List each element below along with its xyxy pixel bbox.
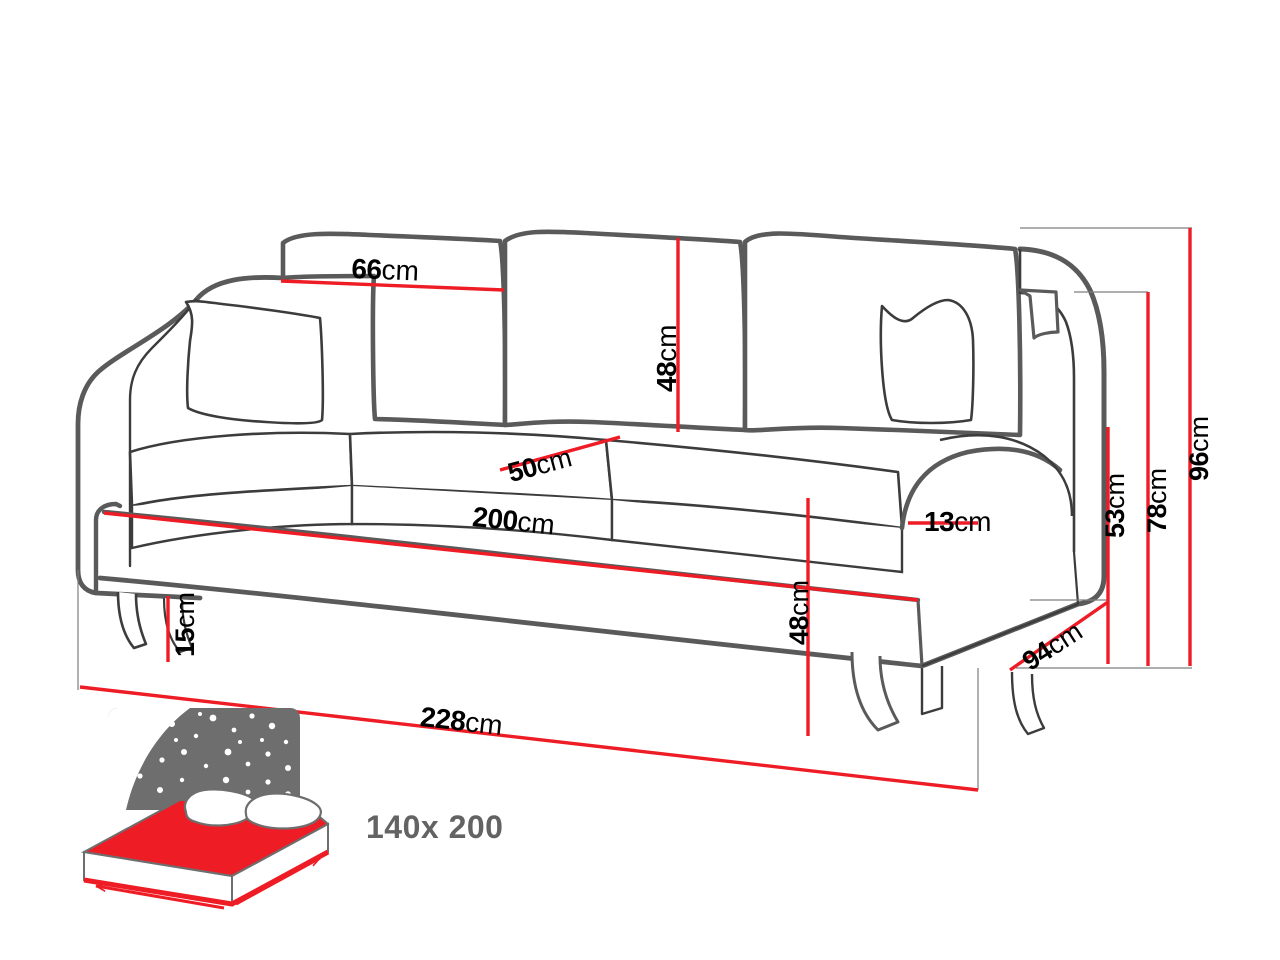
- dimension-lines: [79, 228, 1192, 792]
- dimline-total-depth: [1009, 600, 1109, 672]
- label-armrest-height-value: 78: [1142, 503, 1172, 533]
- label-backrest-width-value: 66: [350, 253, 383, 286]
- label-backrest-height-value: 48: [651, 361, 682, 392]
- throw-pillow-left: [184, 299, 325, 425]
- seat-front-face-left: [130, 486, 354, 550]
- dimline-backrest-width: [280, 279, 505, 292]
- sofa-leg-far-right: [1010, 671, 1046, 736]
- label-backrest-height: 48cm: [651, 324, 682, 392]
- label-base-height: 48cm: [784, 579, 814, 645]
- sofa-left-arm-outer: [75, 275, 286, 601]
- label-leg-height-value: 15: [170, 627, 200, 657]
- label-seat-height-value: 53: [1100, 508, 1130, 538]
- sofa-right-arm-inner-front: [899, 446, 1063, 531]
- mattress-base-trim: [83, 849, 330, 907]
- pillow-right: [244, 792, 322, 830]
- sofa-right-arm-top: [939, 434, 1074, 517]
- label-backrest-height-unit: cm: [651, 324, 682, 362]
- sofa-leg-front-right: [850, 651, 900, 732]
- label-armrest-width: 13cm: [924, 508, 991, 536]
- sofa-right-arm-outer: [919, 246, 1107, 669]
- label-base-height-value: 48: [784, 615, 814, 645]
- label-backrest-width: 66cm: [350, 253, 420, 287]
- label-seat-width-unit: cm: [515, 505, 557, 541]
- dimline-total-width: [79, 685, 979, 792]
- label-leg-height-unit: cm: [170, 591, 200, 628]
- label-total-width-value: 228: [418, 701, 468, 737]
- sofa-left-arm-inner: [128, 298, 198, 568]
- label-base-height-unit: cm: [784, 579, 814, 616]
- bed-arrow-width: [96, 886, 225, 910]
- sofa-leg-rear-left: [162, 597, 194, 654]
- sofa-base-right-edge: [916, 599, 924, 667]
- label-armrest-width-value: 13: [924, 506, 955, 537]
- label-armrest-height-unit: cm: [1142, 467, 1172, 504]
- seat-front-face-right: [610, 500, 904, 574]
- label-armrest-width-unit: cm: [954, 506, 992, 537]
- label-seat-height: 53cm: [1100, 472, 1130, 538]
- label-seat-height-unit: cm: [1100, 472, 1130, 509]
- bed-arrow-length: [235, 856, 321, 906]
- crescent-moon-icon: [108, 708, 190, 810]
- backrest-cushion-middle: [502, 229, 748, 433]
- label-total-height-unit: cm: [1184, 415, 1214, 452]
- sofa-leg-front-left: [116, 591, 148, 650]
- label-seat-width-value: 200: [470, 501, 520, 537]
- seat-front-face-middle: [350, 486, 614, 542]
- sofa-illustration: [75, 229, 1107, 736]
- label-total-height: 96cm: [1184, 415, 1214, 481]
- label-leg-height: 15cm: [170, 591, 200, 657]
- label-armrest-height: 78cm: [1142, 467, 1172, 533]
- sofa-base-left-edge: [93, 501, 123, 596]
- sofa-right-side-panel: [921, 551, 1080, 668]
- bed-icon: [80, 708, 330, 910]
- sofa-right-back-support: [1018, 288, 1060, 340]
- label-total-width-unit: cm: [463, 706, 505, 742]
- label-backrest-width-unit: cm: [381, 254, 420, 287]
- dimline-seat-depth: [499, 435, 621, 472]
- sofa-base-bottom-edge: [97, 575, 925, 669]
- dimline-seat-width: [103, 511, 919, 602]
- label-total-height-value: 96: [1184, 451, 1214, 481]
- extension-lines: [77, 227, 1192, 790]
- stars-group: [123, 712, 291, 797]
- seat-cushions: [128, 430, 904, 530]
- label-sleeping-area: 140x 200: [366, 809, 504, 845]
- sofa-leg-rear-right: [920, 666, 944, 716]
- pillow-left: [183, 788, 257, 827]
- throw-pillow-right: [879, 298, 975, 425]
